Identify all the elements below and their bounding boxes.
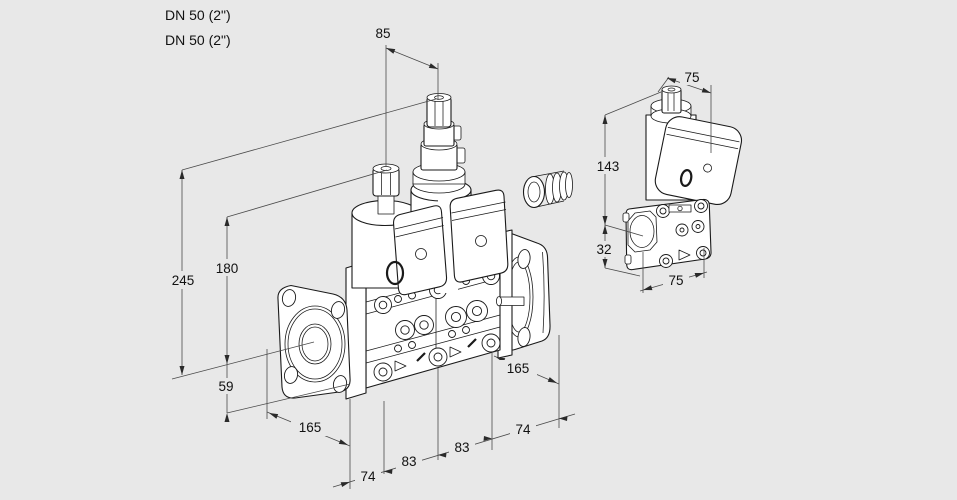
dim-lower-height: 59 xyxy=(218,379,233,394)
dim-left-width: 165 xyxy=(299,420,322,435)
dim-bolt-span-right: 74 xyxy=(515,422,531,437)
dn-label-2: DN 50 (2") xyxy=(165,32,231,48)
dim-side-upper-height: 143 xyxy=(597,159,620,174)
flow-arrow-icon xyxy=(678,249,691,261)
main-view-dimensions: 245 180 59 85 165 74 83 83 74 165 xyxy=(167,26,576,489)
cable-gland xyxy=(522,170,573,209)
flange-pin xyxy=(495,296,525,307)
connector-socket xyxy=(385,260,405,286)
main-valve-drawing xyxy=(277,93,573,400)
connection-labels: DN 50 (2") DN 50 (2") xyxy=(165,7,231,48)
dim-bolt-span-mid-left: 83 xyxy=(401,454,416,469)
dim-total-height: 245 xyxy=(172,273,195,288)
dim-side-top-width: 75 xyxy=(684,70,699,85)
side-valve-drawing xyxy=(622,85,743,271)
dim-body-height: 180 xyxy=(216,261,239,276)
flow-arrow-icon xyxy=(449,346,462,358)
left-flange xyxy=(277,284,351,399)
right-solenoid-cover xyxy=(449,189,509,283)
dim-bolt-span-left: 74 xyxy=(360,469,376,484)
dim-right-width: 165 xyxy=(507,361,530,376)
dim-stem-spacing: 85 xyxy=(375,26,390,41)
dn-label-1: DN 50 (2") xyxy=(165,7,231,23)
dim-bolt-span-mid-right: 83 xyxy=(454,440,469,455)
dim-side-lower-height: 32 xyxy=(596,242,611,257)
flow-arrow-icon xyxy=(394,360,407,372)
left-solenoid-cover xyxy=(393,205,448,296)
dim-side-bottom-width: 75 xyxy=(668,273,683,288)
side-solenoid-cover xyxy=(654,116,743,206)
side-view-dimensions: 143 32 75 75 xyxy=(591,70,712,293)
side-valve-body xyxy=(622,198,712,271)
